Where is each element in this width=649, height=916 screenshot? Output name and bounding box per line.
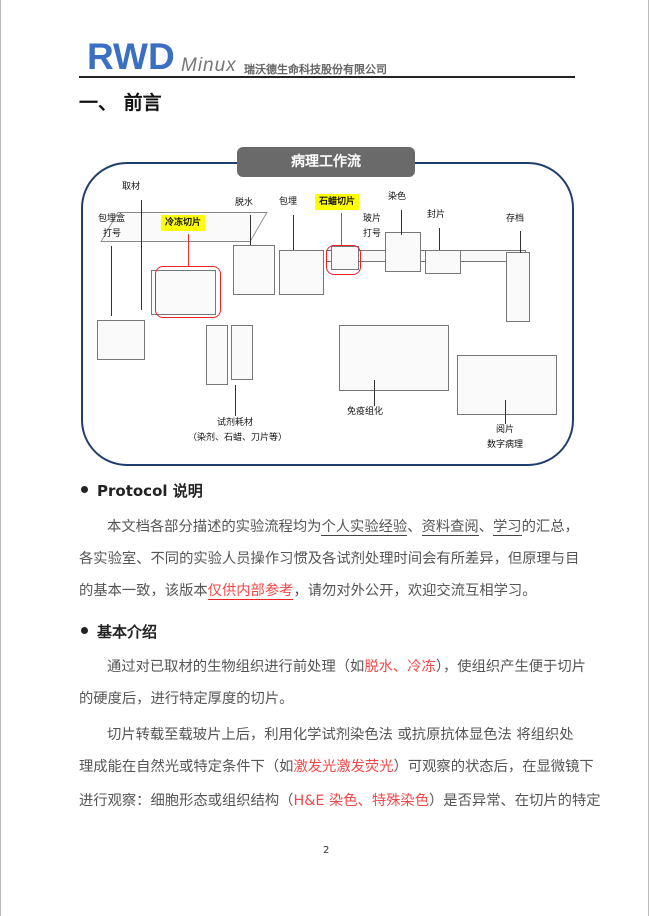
text: 理成能在自然光或特定条件下（如 bbox=[79, 759, 294, 775]
label-paraffin-section: 石蜡切片 bbox=[315, 194, 360, 210]
coverslipper bbox=[425, 250, 461, 274]
underlined-text: 个人实验经验 bbox=[321, 519, 408, 536]
paraffin-section-highlight bbox=[326, 245, 361, 275]
label-reagents-detail: （染剂、石蜡、刀片等） bbox=[188, 433, 288, 443]
arrow bbox=[250, 215, 251, 245]
underlined-text: 学习 bbox=[493, 519, 522, 536]
label-frozen-section: 冷冻切片 bbox=[161, 215, 206, 231]
label-dehydration: 脱水 bbox=[235, 198, 254, 208]
label-cassette-number: 打号 bbox=[103, 229, 122, 239]
label-ihc: 免疫组化 bbox=[347, 407, 384, 417]
label-sampling: 取材 bbox=[122, 182, 141, 192]
diagram-title: 病理工作流 bbox=[237, 147, 415, 177]
label-reagents: 试剂耗材 bbox=[217, 418, 254, 428]
paragraph-line: 的硬度后，进行特定厚度的切片。 bbox=[79, 689, 293, 709]
text: 的硬度后，进行特定厚度的切片。 bbox=[79, 691, 294, 707]
underlined-text: 资料查阅 bbox=[421, 519, 479, 536]
text: 本文档各部分描述的实验流程均为 bbox=[107, 519, 322, 535]
cryostat bbox=[151, 270, 216, 315]
label-reading: 阅片 bbox=[496, 425, 515, 435]
text: ），使组织产生便于切片 bbox=[435, 659, 586, 675]
cassette-printer bbox=[97, 320, 145, 360]
text: ）可观察的状态后，在显微镜下 bbox=[393, 759, 594, 775]
text: 的汇总， bbox=[521, 519, 579, 535]
arrow bbox=[374, 380, 375, 406]
text: 进行观察：细胞形态或组织结构（ bbox=[79, 793, 294, 809]
highlight-text: 激发光激发荧光 bbox=[293, 759, 394, 775]
label-slide: 玻片 bbox=[363, 214, 382, 224]
text: ）是否异常、在切片的特定 bbox=[429, 793, 601, 809]
reagent-bottle bbox=[206, 325, 228, 385]
frozen-section-highlight bbox=[155, 266, 221, 318]
arrow bbox=[520, 231, 521, 253]
label-slide-number: 打号 bbox=[363, 229, 382, 239]
embedding-center bbox=[279, 250, 324, 295]
rwd-logo: RWD bbox=[87, 36, 175, 77]
arrow bbox=[141, 200, 142, 310]
product-name: Minux bbox=[181, 55, 237, 76]
reading-bench bbox=[457, 355, 557, 415]
label-embedding: 包埋 bbox=[279, 197, 298, 207]
bullet-icon bbox=[81, 486, 88, 493]
stainer bbox=[385, 232, 421, 272]
company-name: 瑞沃德生命科技股份有限公司 bbox=[244, 63, 387, 76]
text: ，请勿对外公开，欢迎交流互相学习。 bbox=[293, 583, 537, 599]
section-title: 基本介绍 bbox=[97, 623, 158, 641]
paragraph-line: 进行观察：细胞形态或组织结构（H&E 染色、特殊染色）是否异常、在切片的特定 bbox=[79, 791, 601, 811]
arrow bbox=[188, 234, 189, 266]
paragraph-line: 通过对已取材的生物组织进行前处理（如脱水、冷冻），使组织产生便于切片 bbox=[79, 657, 586, 677]
ihc-bench bbox=[339, 325, 449, 391]
reagent-bottle bbox=[231, 325, 253, 380]
arrow bbox=[341, 213, 342, 245]
label-cassette: 包埋盒 bbox=[98, 214, 126, 224]
page-number: 2 bbox=[323, 845, 330, 856]
text: 各实验室、不同的实验人员操作习惯及各试剂处理时间会有所差异，但原理与目 bbox=[79, 551, 580, 567]
paragraph-line: 理成能在自然光或特定条件下（如激发光激发荧光）可观察的状态后，在显微镜下 bbox=[79, 757, 594, 777]
bullet-icon bbox=[81, 627, 88, 634]
text: 、 bbox=[478, 519, 494, 535]
arrow bbox=[505, 400, 506, 424]
arrow bbox=[235, 385, 236, 416]
label-archive: 存档 bbox=[506, 214, 525, 224]
arrow bbox=[111, 246, 112, 316]
paragraph-line: 切片转载至载玻片上后，利用化学试剂染色法 或抗原抗体显色法 将组织处 bbox=[79, 725, 574, 745]
internal-use-notice: 仅供内部参考 bbox=[207, 583, 294, 600]
paragraph-line: 各实验室、不同的实验人员操作习惯及各试剂处理时间会有所差异，但原理与目 bbox=[79, 549, 579, 569]
arrow bbox=[439, 228, 440, 250]
section-title: Protocol 说明 bbox=[97, 482, 203, 500]
header-divider bbox=[79, 76, 575, 78]
section-heading-protocol: Protocol 说明 bbox=[81, 480, 203, 501]
label-digital-pathology: 数字病理 bbox=[487, 440, 524, 450]
archive-cabinet bbox=[506, 252, 530, 322]
text: 切片转载至载玻片上后，利用化学试剂染色法 或抗原抗体显色法 将组织处 bbox=[107, 727, 574, 743]
arrow bbox=[293, 215, 294, 250]
text: 的基本一致，该版本 bbox=[79, 583, 208, 599]
highlight-text: H&E 染色、特殊染色 bbox=[293, 793, 430, 809]
paragraph-line: 的基本一致，该版本仅供内部参考，请勿对外公开，欢迎交流互相学习。 bbox=[79, 581, 537, 601]
text: 通过对已取材的生物组织进行前处理（如 bbox=[107, 659, 365, 675]
arrow bbox=[401, 210, 402, 235]
text: 、 bbox=[407, 519, 422, 535]
highlight-text: 脱水、冷冻 bbox=[364, 659, 436, 675]
page-heading: 一、 前言 bbox=[79, 92, 162, 114]
paragraph-line: 本文档各部分描述的实验流程均为个人实验经验、资料查阅、学习的汇总， bbox=[79, 517, 579, 537]
tissue-processor bbox=[233, 245, 275, 295]
label-mounting: 封片 bbox=[427, 210, 446, 220]
section-heading-introduction: 基本介绍 bbox=[81, 621, 157, 642]
label-staining: 染色 bbox=[388, 192, 407, 202]
